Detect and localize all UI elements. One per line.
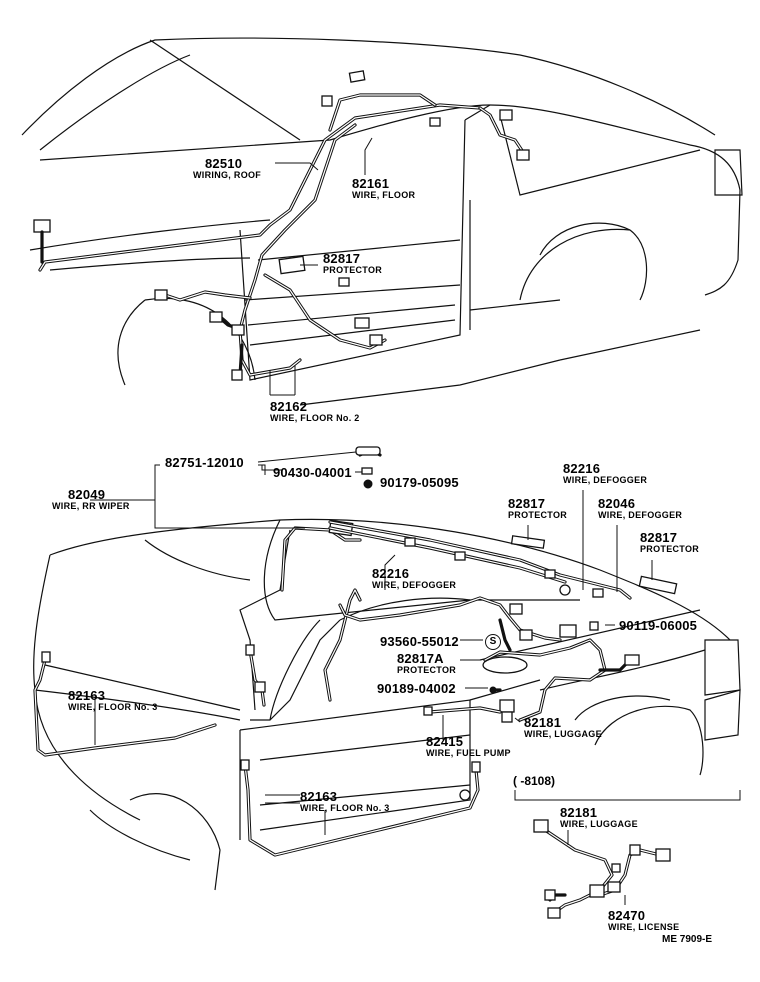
figure-reference: ME 7909-E — [662, 934, 713, 945]
callout-82216-lower: 82216 WIRE, DEFOGGER — [372, 567, 456, 590]
callout-82163-right: 82163 WIRE, FLOOR No. 3 — [300, 790, 390, 813]
part-number: 82817 — [323, 251, 361, 266]
part-number: 82181 — [560, 805, 598, 820]
callout-82470: 82470 WIRE, LICENSE — [608, 909, 679, 932]
callout-82510: 82510 WIRING, ROOF — [193, 156, 261, 180]
lower-leader-lines — [90, 451, 653, 905]
part-description: WIRE, DEFOGGER — [563, 475, 648, 485]
part-number: 82163 — [68, 688, 106, 703]
upper-leader-lines — [269, 137, 373, 396]
part-number: 82049 — [68, 487, 106, 502]
callout-90189-04002: 90189-04002 — [377, 681, 456, 696]
part-description: WIRE, FLOOR No. 2 — [270, 413, 360, 423]
callout-90119-06005: 90119-06005 — [619, 618, 698, 633]
part-description: WIRE, LUGGAGE — [524, 729, 602, 739]
callout-82161: 82161 WIRE, FLOOR — [352, 177, 415, 200]
callout-82817A: 82817A PROTECTOR — [397, 652, 456, 675]
callout-82817-right: 82817 PROTECTOR — [640, 531, 699, 554]
part-number: 82415 — [426, 734, 464, 749]
defogger-wire — [328, 520, 678, 600]
upper-car-body — [21, 37, 743, 406]
part-description: WIRE, DEFOGGER — [598, 510, 683, 520]
roof-wiring-harness — [33, 70, 530, 272]
callout-82046: 82046 WIRE, DEFOGGER — [598, 497, 682, 520]
part-description: WIRE, FLOOR — [352, 190, 416, 200]
floor-no3-wire-right — [240, 759, 481, 857]
part-description: WIRE, RR WIPER — [52, 501, 130, 511]
s-mark-letter: S — [489, 636, 497, 647]
part-description: PROTECTOR — [640, 544, 700, 554]
part-number: 82817A — [397, 651, 444, 666]
luggage-wire — [323, 588, 640, 723]
part-number: 82161 — [352, 176, 390, 191]
callout-93560-55012: 93560-55012 — [380, 634, 459, 649]
callout-82751-12010: 82751-12010 — [165, 455, 244, 470]
part-number: 82046 — [598, 496, 636, 511]
part-description: WIRE, FLOOR No. 3 — [300, 803, 390, 813]
callout-90430-04001: 90430-04001 — [273, 465, 352, 480]
part-description: PROTECTOR — [508, 510, 568, 520]
callout-82162: 82162 WIRE, FLOOR No. 2 — [270, 400, 360, 423]
range-note: ( -8108) — [513, 774, 556, 788]
callout-82181-inset: 82181 WIRE, LUGGAGE — [560, 806, 638, 829]
callout-82817-mid: 82817 PROTECTOR — [508, 497, 567, 520]
callout-90179-05095: 90179-05095 — [380, 475, 459, 490]
part-number: 82817 — [640, 530, 678, 545]
floor-no3-wire-left — [33, 644, 266, 757]
part-description: WIRE, LUGGAGE — [560, 819, 638, 829]
s-mark: S — [485, 634, 501, 650]
part-description: WIRE, DEFOGGER — [372, 580, 457, 590]
part-description: WIRE, FLOOR No. 3 — [68, 702, 158, 712]
part-number: 82181 — [524, 715, 562, 730]
callout-82049: 82049 WIRE, RR WIPER — [52, 487, 130, 511]
part-number: 82216 — [372, 566, 410, 581]
part-description: PROTECTOR — [397, 665, 457, 675]
part-number: 82162 — [270, 399, 308, 414]
part-description: WIRING, ROOF — [193, 170, 262, 180]
part-number: 82817 — [508, 496, 546, 511]
luggage-wire-inset — [514, 790, 741, 919]
part-number: 82510 — [205, 156, 243, 171]
part-description: PROTECTOR — [323, 265, 383, 275]
callout-82216-upper: 82216 WIRE, DEFOGGER — [563, 462, 647, 485]
part-number: 82470 — [608, 908, 646, 923]
floor-wire-harness — [154, 123, 387, 381]
part-description: WIRE, FUEL PUMP — [426, 748, 511, 758]
part-description: WIRE, LICENSE — [608, 922, 680, 932]
callout-82415: 82415 WIRE, FUEL PUMP — [426, 735, 511, 758]
fuel-pump-wire — [423, 706, 502, 716]
part-number: 82163 — [300, 789, 338, 804]
callout-82817-top: 82817 PROTECTOR — [323, 252, 382, 275]
callout-82163-left: 82163 WIRE, FLOOR No. 3 — [68, 689, 158, 712]
part-number: 82216 — [563, 461, 601, 476]
callout-82181-main: 82181 WIRE, LUGGAGE — [524, 716, 602, 739]
